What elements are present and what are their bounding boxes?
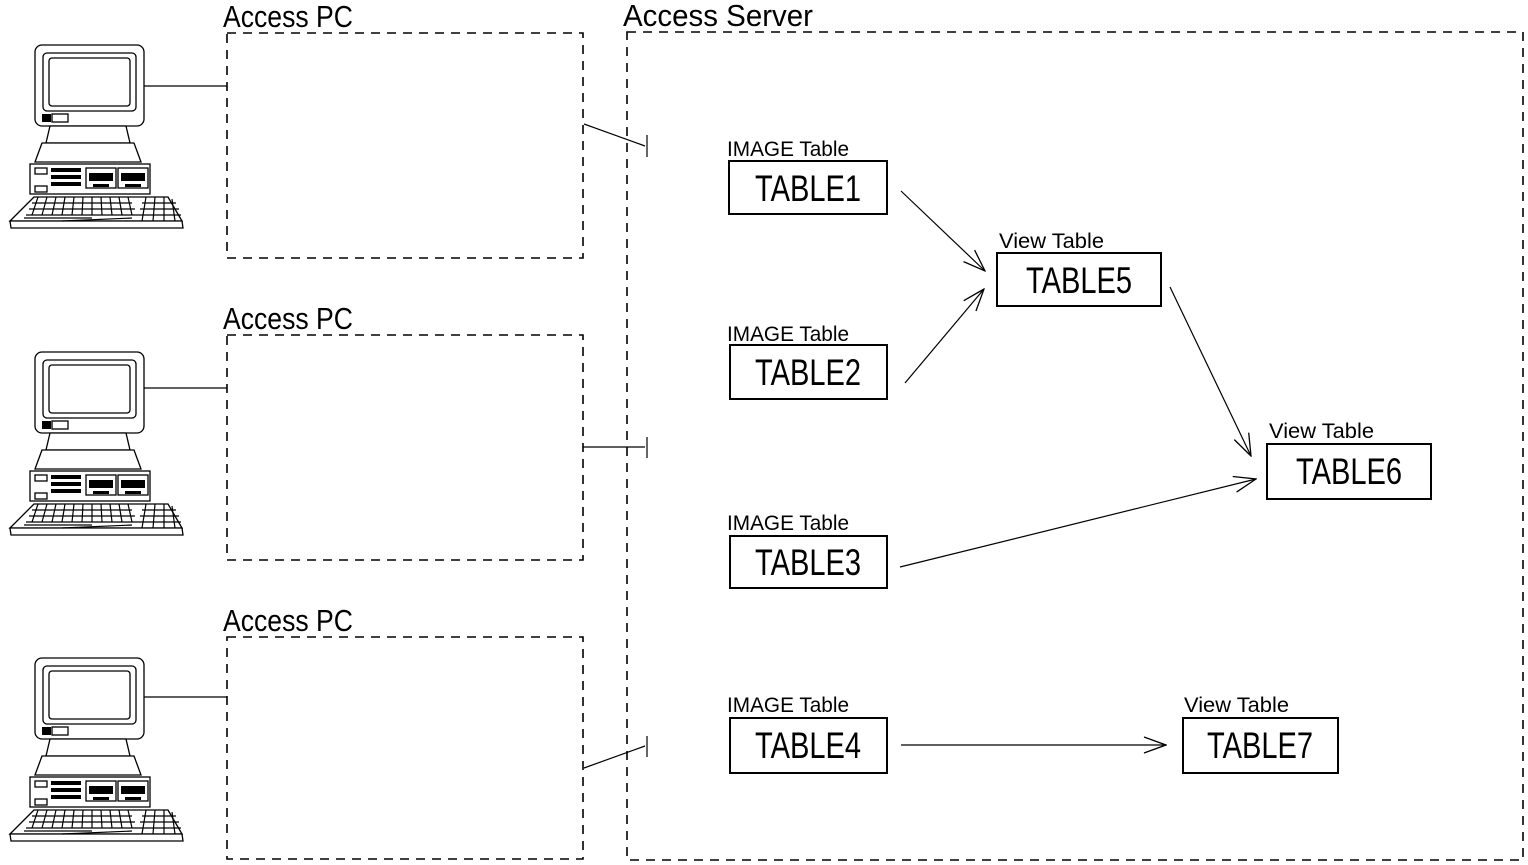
table6-name: TABLE6 — [1296, 451, 1402, 492]
access-pc-title-2: Access PC — [223, 301, 353, 336]
arrow-table1-table5 — [900, 190, 985, 271]
access-pc-title-3: Access PC — [223, 603, 353, 638]
table1-box — [728, 160, 888, 215]
access-pc-title-1: Access PC — [223, 0, 353, 34]
table7-box — [1182, 717, 1339, 774]
table4-type-label: IMAGE Table — [727, 694, 849, 717]
table4-box — [729, 717, 888, 774]
pc3-server-link — [583, 745, 646, 769]
table1-name: TABLE1 — [755, 168, 861, 209]
table5-type-label: View Table — [999, 230, 1104, 253]
table6-box — [1266, 443, 1432, 500]
table5-box — [996, 252, 1162, 307]
table6-type-label: View Table — [1269, 420, 1374, 443]
table7-name: TABLE7 — [1207, 725, 1313, 766]
table4-name: TABLE4 — [755, 725, 861, 766]
pc1-server-link — [583, 123, 646, 147]
workstation-icon-3 — [9, 657, 184, 842]
table3-name: TABLE3 — [755, 542, 861, 583]
table2-box — [729, 344, 888, 400]
access-server-title: Access Server — [623, 0, 813, 33]
table3-type-label: IMAGE Table — [727, 512, 849, 535]
table3-box — [729, 535, 888, 589]
access-pc-box-1 — [226, 32, 584, 259]
access-pc-box-3 — [226, 636, 584, 860]
workstation-icon-1 — [9, 44, 184, 229]
access-pc-box-2 — [226, 334, 584, 561]
arrow-table5-table6 — [1169, 286, 1251, 456]
access-server-box — [626, 31, 1524, 861]
arrow-table3-table6 — [899, 479, 1256, 568]
workstation-icon-2 — [9, 351, 184, 536]
table5-name: TABLE5 — [1026, 260, 1132, 301]
table7-type-label: View Table — [1184, 694, 1289, 717]
arrow-table2-table5 — [904, 289, 984, 384]
table2-name: TABLE2 — [755, 352, 861, 393]
table1-type-label: IMAGE Table — [727, 138, 849, 161]
table2-type-label: IMAGE Table — [727, 323, 849, 346]
